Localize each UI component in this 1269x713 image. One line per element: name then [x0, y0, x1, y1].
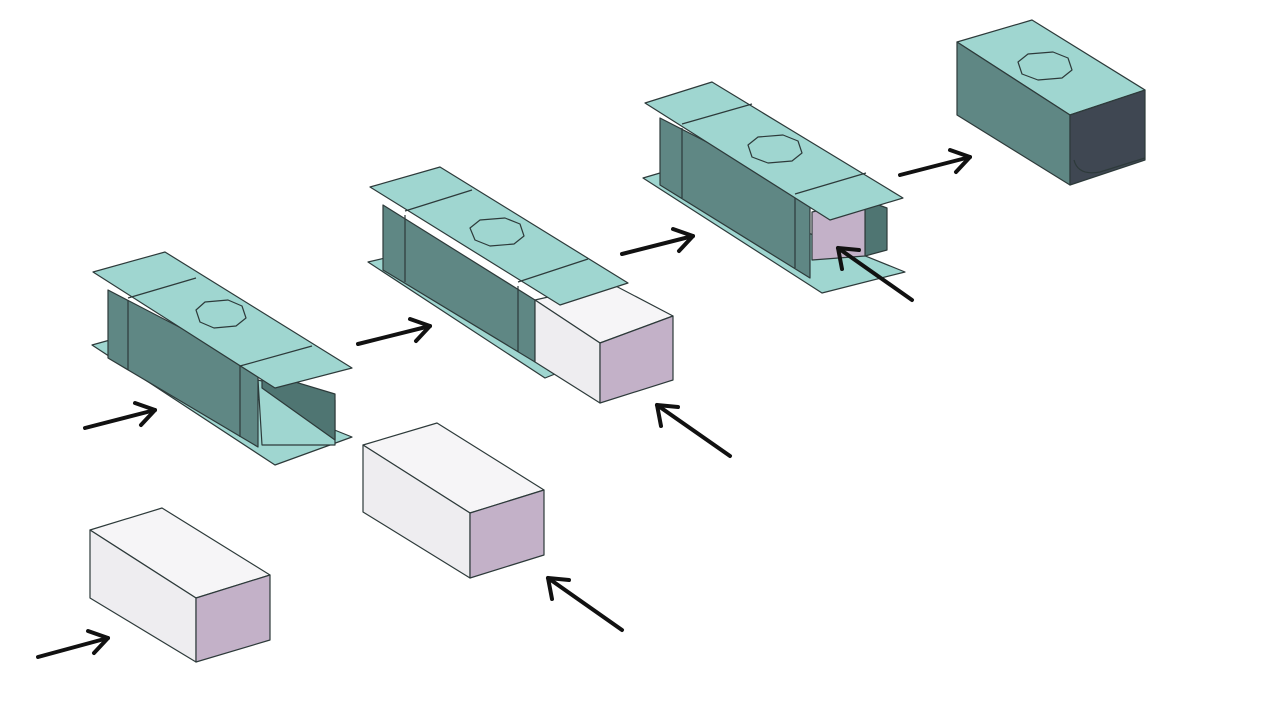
stage-4-finished-package — [956, 19, 1146, 186]
stage-3-sleeve-closing — [642, 81, 906, 294]
window-cutout — [747, 134, 803, 164]
arrow-icon — [36, 629, 110, 659]
stage-1-product-box — [89, 507, 271, 663]
arrow-icon — [546, 576, 624, 632]
window-cutout — [1017, 51, 1073, 81]
fold-line — [239, 345, 313, 367]
window-cutout — [469, 217, 525, 247]
arrow-icon — [356, 317, 432, 346]
box-end-face — [195, 574, 271, 663]
stage-2-sleeve-with-box — [367, 166, 674, 404]
arrow-icon — [655, 403, 732, 458]
end-flap-fold — [1073, 157, 1146, 174]
stage-2-product-box — [362, 422, 545, 579]
fold-line — [681, 103, 753, 125]
package-closed-end — [1069, 89, 1146, 186]
fold-line — [404, 189, 473, 212]
arrow-icon — [83, 401, 157, 430]
inserted-box-end — [599, 315, 674, 404]
fold-line — [517, 258, 589, 283]
arrow-icon — [620, 227, 695, 256]
window-cutout — [195, 299, 247, 329]
sleeve-back-wall — [261, 371, 336, 441]
fold-line — [127, 277, 197, 299]
arrow-icon — [898, 148, 972, 177]
box-end-face — [469, 489, 545, 579]
stage-1-open-sleeve — [91, 251, 353, 466]
arrow-icon — [836, 246, 914, 302]
fold-line — [794, 172, 867, 195]
